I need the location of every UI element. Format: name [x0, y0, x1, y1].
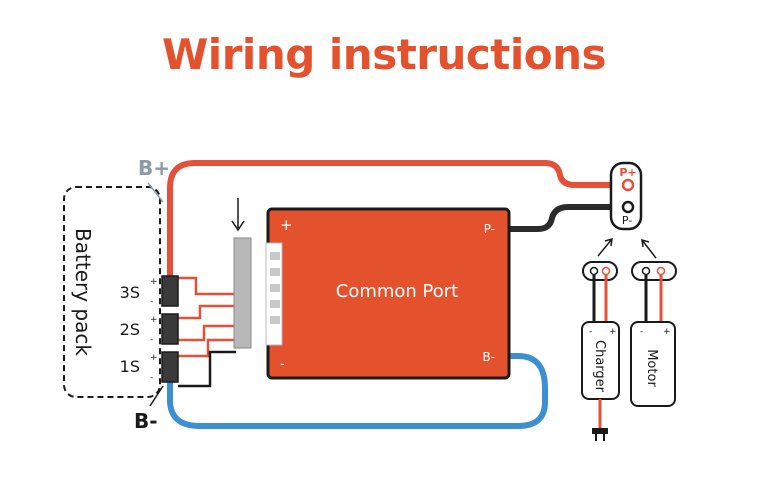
board-plus-mark: + — [280, 216, 293, 234]
cell-3s-minus: - — [150, 297, 153, 307]
page-title: Wiring instructions — [161, 30, 607, 79]
connector-arrow-icon — [231, 198, 245, 232]
cell-2s-plus: + — [150, 315, 158, 325]
cell-label-2s: 2S — [120, 320, 140, 339]
b-minus-return-wire — [167, 353, 548, 429]
charger-minus-mark: - — [589, 327, 592, 337]
b-minus-label: B- — [134, 409, 158, 433]
motor — [630, 261, 677, 407]
charger-plus-mark: + — [609, 327, 617, 337]
charger — [581, 261, 620, 441]
b-minus-pointer — [149, 385, 164, 407]
battery-cell-2s — [161, 313, 179, 345]
b-plus-label: B+ — [138, 156, 170, 180]
board-label: Common Port — [336, 281, 458, 302]
output-port — [609, 161, 643, 231]
motor-minus-mark: - — [640, 327, 643, 337]
board-p-minus-label: P- — [484, 222, 495, 236]
p-minus-wire — [506, 204, 631, 232]
battery-pack-box — [63, 186, 161, 398]
charger-label: Charger — [592, 340, 607, 393]
socket-pins — [270, 252, 280, 324]
output-port-p-minus: P- — [622, 214, 632, 227]
motor-arrow-icon — [641, 238, 657, 259]
board-minus-mark: - — [280, 357, 285, 372]
balance-connector — [233, 237, 252, 349]
cell-label-3s: 3S — [120, 283, 140, 302]
cell-3s-plus: + — [150, 277, 158, 287]
b-plus-wire — [167, 160, 631, 285]
output-port-plus-terminal — [621, 178, 635, 192]
output-port-minus-terminal — [621, 200, 635, 214]
balance-leads — [178, 276, 236, 388]
battery-pack-label: Battery pack — [71, 228, 95, 356]
cell-1s-minus: - — [150, 373, 153, 383]
motor-plus-mark: + — [663, 327, 671, 337]
battery-cell-1s — [161, 351, 179, 383]
cell-label-1s: 1S — [120, 357, 140, 376]
battery-cell-3s — [161, 275, 179, 307]
output-port-p-plus: P+ — [619, 166, 636, 179]
charger-arrow-icon — [597, 237, 613, 257]
cell-1s-plus: + — [150, 353, 158, 363]
board-b-minus-label: B- — [482, 350, 495, 364]
motor-label: Motor — [644, 349, 659, 387]
cell-2s-minus: - — [150, 335, 153, 345]
b-plus-pointer — [147, 182, 164, 203]
